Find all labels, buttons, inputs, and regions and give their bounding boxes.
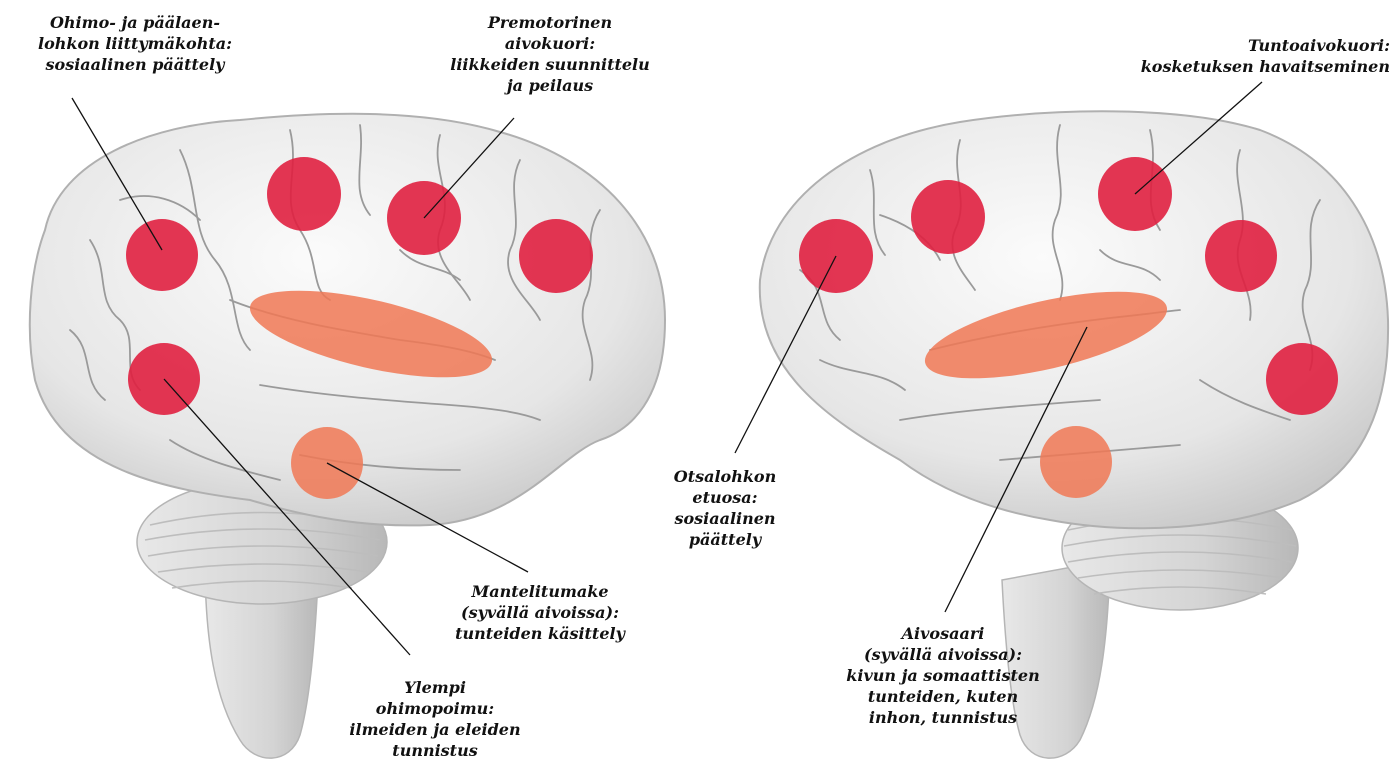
right-region-far	[1266, 343, 1338, 415]
right-amygdala-region	[1040, 426, 1112, 498]
label-sts: Ylempi ohimopoimu: ilmeiden ja eleiden t…	[335, 677, 535, 761]
left-temporoparietal-region	[126, 219, 198, 291]
left-region-front	[519, 219, 593, 293]
label-insula: Aivosaari (syvällä aivoissa): kivun ja s…	[818, 623, 1068, 728]
left-region-top	[267, 157, 341, 231]
label-premotor: Premotorinen aivokuori: liikkeiden suunn…	[435, 12, 665, 96]
label-temporoparietal: Ohimo- ja päälaen- lohkon liittymäkohta:…	[20, 12, 250, 75]
left-brain	[30, 114, 665, 758]
right-region-back	[1205, 220, 1277, 292]
label-frontal: Otsalohkon etuosa: sosiaalinen päättely	[650, 466, 800, 550]
label-amygdala: Mantelitumake (syvällä aivoissa): tuntei…	[440, 581, 640, 644]
label-somatosensory: Tuntoaivokuori: kosketuksen havaitsemine…	[1100, 35, 1390, 77]
right-region-top	[911, 180, 985, 254]
